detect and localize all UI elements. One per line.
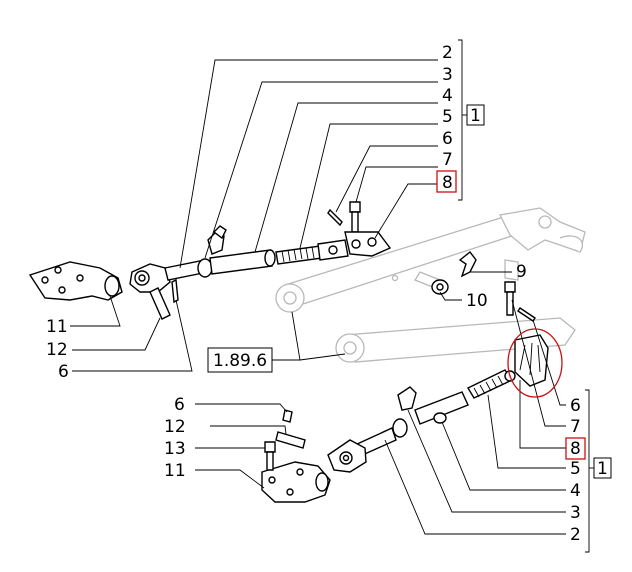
- bottom-right-label-4: 4: [570, 481, 581, 501]
- top-label-8-box: [436, 170, 457, 193]
- bottom-right-label-2: 2: [570, 525, 581, 545]
- bottom-right-label-6: 6: [570, 396, 581, 416]
- top-label-6: 6: [442, 129, 453, 149]
- top-label-7: 7: [442, 150, 453, 170]
- top-label-3: 3: [442, 65, 453, 85]
- bottom-left-label-6: 6: [174, 395, 185, 415]
- bottom-left-label-12: 12: [164, 417, 186, 437]
- bottom-right-label-8-box: [565, 437, 586, 460]
- bottom-left-label-11: 11: [164, 461, 186, 481]
- left-label-6: 6: [58, 362, 69, 382]
- reference-label: 1.89.6: [213, 351, 267, 371]
- ghost-lift-arms: [275, 207, 586, 363]
- middle-label-9: 9: [516, 262, 527, 282]
- bottom-right-group-label: 1: [597, 459, 608, 479]
- top-label-8: 8: [442, 173, 453, 193]
- top-callout-labels: 2 3 4 5 6 7 8 1: [436, 43, 485, 193]
- middle-label-10: 10: [466, 291, 488, 311]
- reference-box: [207, 347, 273, 373]
- left-callout-labels: 11 12 6: [46, 317, 69, 382]
- top-link-assembly: [28, 201, 392, 320]
- bottom-right-label-3: 3: [570, 503, 581, 523]
- top-group-box: [466, 104, 485, 126]
- bottom-left-label-13: 13: [164, 439, 186, 459]
- bottom-right-callout-labels: 6 7 8 5 4 3 2 1: [565, 396, 612, 545]
- top-pin: [149, 287, 171, 320]
- washer: [431, 279, 449, 295]
- top-plate-bracket: [28, 261, 123, 301]
- bottom-link-assembly: [261, 281, 549, 503]
- bottom-left-callout-labels: 6 12 13 11: [164, 395, 186, 481]
- bottom-right-group-box: [593, 457, 612, 479]
- leader-lines: [70, 39, 594, 553]
- top-label-2: 2: [442, 43, 453, 63]
- highlight-circle: [507, 328, 563, 398]
- bottom-right-label-7: 7: [570, 417, 581, 437]
- left-label-11: 11: [46, 317, 68, 337]
- bottom-right-label-5: 5: [570, 459, 581, 479]
- top-group-label: 1: [470, 106, 481, 126]
- top-label-5: 5: [442, 107, 453, 127]
- left-label-12: 12: [46, 340, 68, 360]
- middle-callout-labels: 9 10 1.89.6: [207, 262, 527, 373]
- bottom-right-label-8: 8: [570, 439, 581, 459]
- top-label-4: 4: [442, 86, 453, 106]
